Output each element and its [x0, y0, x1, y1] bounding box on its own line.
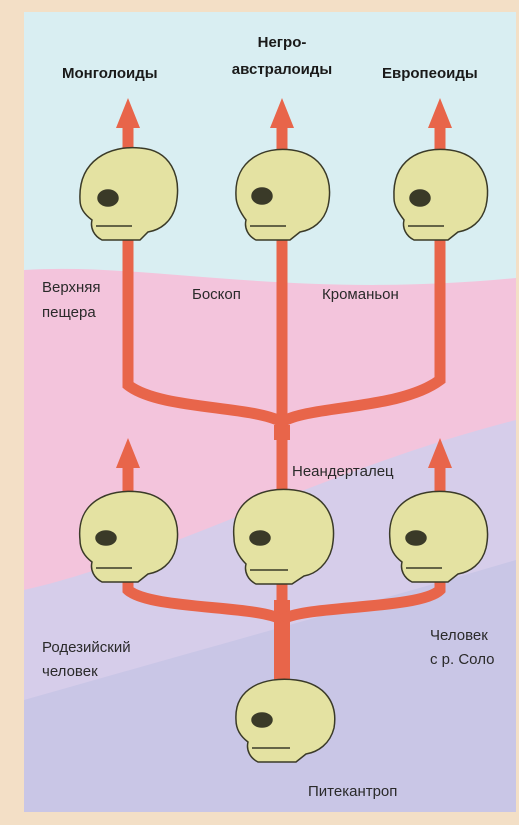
label-cromagnon: Кроманьон — [322, 286, 399, 303]
skull-europeoid-icon — [394, 149, 488, 240]
label-mongoloids: Монголоиды — [62, 65, 158, 82]
skull-neanderthal-icon — [234, 489, 334, 584]
label-rhodesian-line2: человек — [42, 663, 98, 680]
label-rhodesian-line1: Родезийский — [42, 639, 131, 656]
label-pithecanthropus: Питекантроп — [308, 783, 397, 800]
label-neanderthal: Неандерталец — [292, 463, 394, 480]
skull-mongoloid-icon — [80, 148, 178, 240]
skull-rhodesian-icon — [80, 491, 178, 582]
skull-solo-icon — [390, 491, 488, 582]
label-negro-line2: австралоиды — [232, 61, 332, 78]
label-solo-line1: Человек — [430, 627, 488, 644]
label-solo-line2: с р. Соло — [430, 651, 494, 668]
label-boskop: Боскоп — [192, 286, 241, 303]
skull-negroid-icon — [236, 149, 330, 240]
label-upper-cave-line1: Верхняя — [42, 279, 101, 296]
label-negro-line1: Негро- — [258, 34, 307, 51]
label-upper-cave-line2: пещера — [42, 304, 96, 321]
label-europeoids: Европеоиды — [382, 65, 478, 82]
